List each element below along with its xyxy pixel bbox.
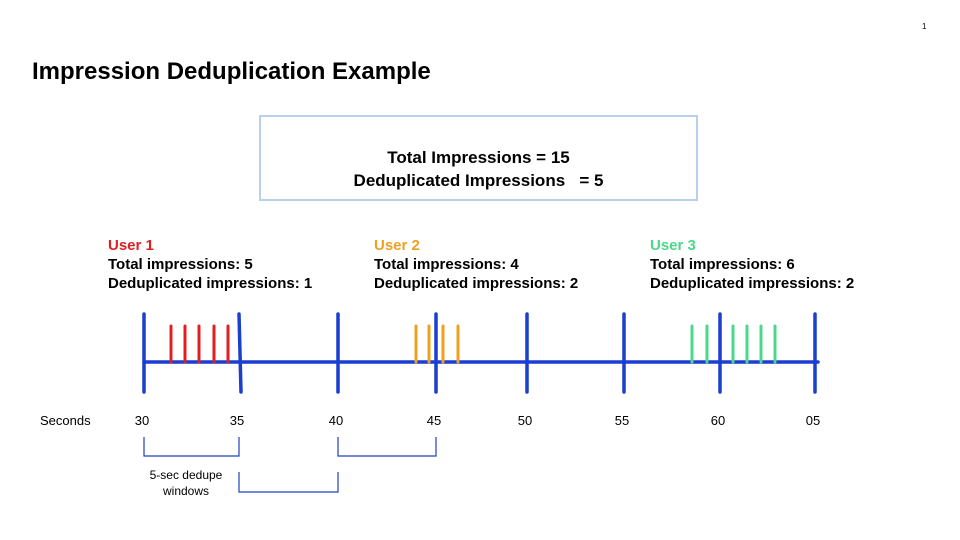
summary-total: Total Impressions = 15 [387,148,570,167]
user-1-block: User 1 Total impressions: 5 Deduplicated… [108,236,312,293]
summary-box: Total Impressions = 15 Deduplicated Impr… [259,115,698,201]
tick-label-55: 55 [614,413,630,428]
dedupe-window-brackets [143,437,437,493]
window-caption-line2: windows [162,484,210,498]
user-1-total: Total impressions: 5 [108,256,253,273]
tick-label-60: 60 [710,413,726,428]
page-title: Impression Deduplication Example [32,58,431,85]
impression-marks [169,324,777,364]
tick-label-05: 05 [805,413,821,428]
dedupe-window-bracket-3 [337,437,437,457]
user-2-dedup: Deduplicated impressions: 2 [374,275,579,292]
user-3-dedup: Deduplicated impressions: 2 [650,275,855,292]
user-3-name: User 3 [650,237,696,254]
user-2-name: User 2 [374,237,420,254]
window-caption: 5-sec dedupe windows [128,467,244,499]
tick-label-30: 30 [134,413,150,428]
user-3-total: Total impressions: 6 [650,256,795,273]
user-3-block: User 3 Total impressions: 6 Deduplicated… [650,236,854,293]
tick-label-35: 35 [229,413,245,428]
tick-label-40: 40 [328,413,344,428]
summary-dedup: Deduplicated Impressions = 5 [353,171,604,190]
user-2-total: Total impressions: 4 [374,256,519,273]
user-2-block: User 2 Total impressions: 4 Deduplicated… [374,236,578,293]
user-1-name: User 1 [108,237,154,254]
timeline-axis [142,312,820,394]
user-1-dedup: Deduplicated impressions: 1 [108,275,313,292]
window-caption-line1: 5-sec dedupe [149,468,223,482]
tick-label-45: 45 [426,413,442,428]
dedupe-window-bracket-2 [238,472,339,493]
dedupe-window-bracket-1 [143,437,240,457]
page-number: 1 [922,22,927,31]
tick-label-50: 50 [517,413,533,428]
axis-name: Seconds [40,413,91,428]
timeline-tick-1 [237,312,243,394]
